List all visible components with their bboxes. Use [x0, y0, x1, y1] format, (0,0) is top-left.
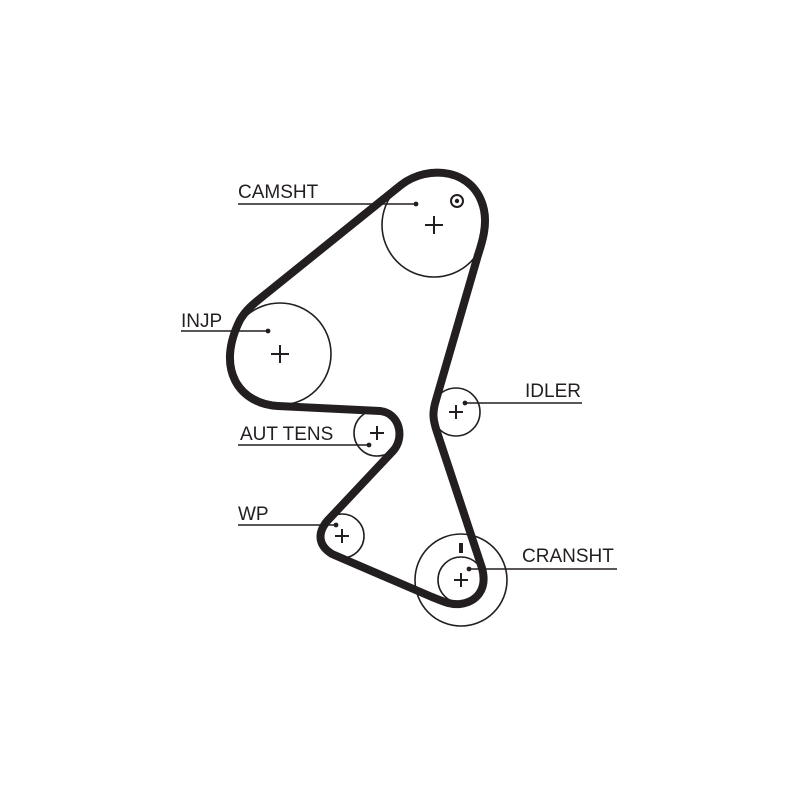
timing-mark-icon [450, 194, 464, 208]
idler-label: IDLER [525, 381, 581, 402]
crank-timing-mark-icon [459, 543, 463, 553]
injection-pump-callout: INJP [181, 311, 271, 334]
water-pump-label: WP [238, 504, 269, 525]
water-pump-callout: WP [238, 504, 339, 528]
crankshaft-pulley [414, 533, 508, 627]
camshaft-callout: CAMSHT [238, 182, 419, 207]
timing-belt [226, 168, 490, 609]
idler-callout: IDLER [462, 381, 582, 406]
crankshaft-callout: CRANSHT [466, 546, 617, 572]
auto-tensioner-label: AUT TENS [240, 424, 333, 445]
auto-tensioner-callout: AUT TENS [238, 424, 372, 448]
camshaft-label: CAMSHT [238, 182, 319, 203]
injection-pump-label: INJP [181, 311, 222, 332]
crankshaft-label: CRANSHT [522, 546, 614, 567]
